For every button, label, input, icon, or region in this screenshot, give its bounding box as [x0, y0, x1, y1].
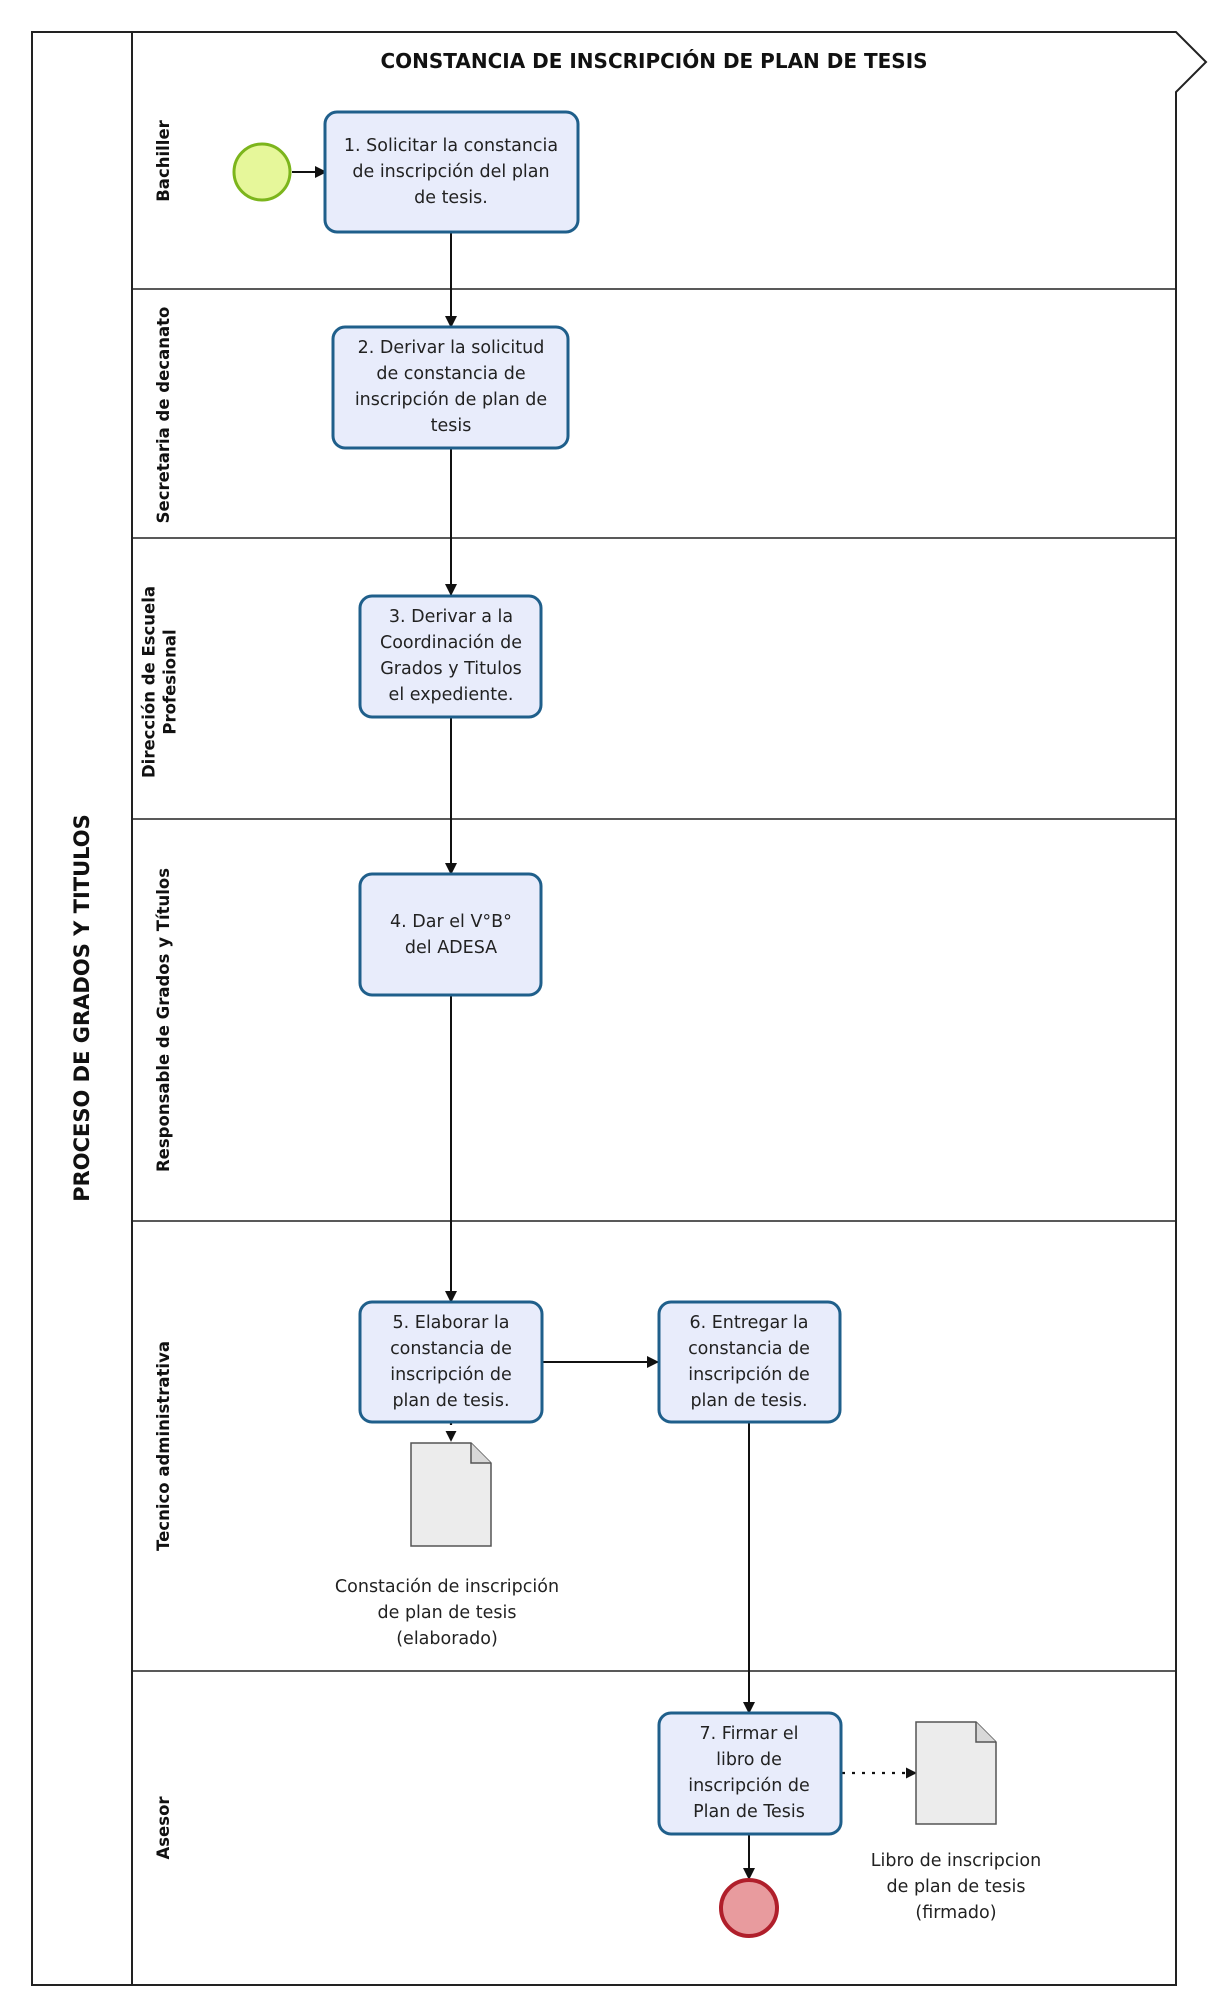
task-7-label: 7. Firmar el libro de inscripción de Plan d…: [688, 1724, 810, 1822]
text-line: plan de tesis.: [392, 1391, 509, 1411]
text-line: Bachiller: [154, 119, 173, 201]
task-4-label: 4. Dar el V°B° del ADESA: [390, 912, 512, 958]
task-1: 1. Solicitar la constancia de inscripción…: [323, 110, 580, 234]
text-line: de constancia de: [376, 364, 525, 384]
text-line: Libro de inscripcion: [871, 1851, 1041, 1871]
text-line: 5. Elaborar la: [393, 1313, 510, 1333]
lane-label-tecnico: Tecnico administrativa: [154, 1341, 173, 1551]
text-line: 6. Entregar la: [689, 1313, 808, 1333]
task-6: 6. Entregar la constancia de inscripción d…: [657, 1300, 842, 1424]
text-line: inscripción de: [688, 1776, 810, 1796]
text-line: 7. Firmar el: [700, 1724, 799, 1744]
text-line: Asesor: [154, 1796, 173, 1860]
pool: [31, 31, 1208, 1986]
text-line: Profesional: [160, 629, 179, 734]
lane-label-asesor: Asesor: [154, 1796, 173, 1860]
text-line: inscripción de: [688, 1365, 810, 1385]
document-2-label: Libro de inscripcion de plan de tesis (fir…: [871, 1851, 1041, 1923]
task-3: 3. Derivar a la Coordinación de Grados y T…: [358, 594, 543, 719]
text-line: (elaborado): [396, 1629, 498, 1649]
lane-separators: [132, 288, 1176, 1672]
sequence-flows: [292, 166, 755, 1880]
text-line: Secretaria de decanato: [154, 307, 173, 524]
text-line: 3. Derivar a la: [389, 607, 513, 627]
task-4: 4. Dar el V°B° del ADESA: [358, 872, 543, 997]
lane-label-secretaria: Secretaria de decanato: [154, 307, 173, 524]
lane-label-responsable: Responsable de Grados y Títulos: [154, 868, 173, 1172]
document-1-label: Constación de inscripción de plan de tesi…: [335, 1577, 559, 1649]
text-line: tesis: [431, 416, 472, 436]
text-line: Coordinación de: [380, 633, 522, 653]
text-line: 4. Dar el V°B°: [390, 912, 512, 932]
start-event: [232, 142, 292, 202]
text-line: constancia de: [390, 1339, 512, 1359]
text-line: de tesis.: [414, 188, 488, 208]
task-5-label: 5. Elaborar la constancia de inscripción d…: [390, 1313, 512, 1411]
text-line: 1. Solicitar la constancia: [344, 136, 558, 156]
text-line: Responsable de Grados y Títulos: [154, 868, 173, 1172]
text-line: Constación de inscripción: [335, 1577, 559, 1597]
task-1-label: 1. Solicitar la constancia de inscripción…: [344, 136, 558, 208]
lane-label-bachiller: Bachiller: [154, 119, 173, 201]
text-line: inscripción de plan de: [355, 390, 547, 410]
text-line: plan de tesis.: [690, 1391, 807, 1411]
text-line: Tecnico administrativa: [154, 1341, 173, 1551]
task-2-label: 2. Derivar la solicitud de constancia de i…: [355, 338, 547, 436]
text-line: Dirección de Escuela: [139, 586, 158, 778]
task-6-label: 6. Entregar la constancia de inscripción d…: [688, 1313, 810, 1411]
text-line: constancia de: [688, 1339, 810, 1359]
text-line: del ADESA: [405, 938, 497, 958]
document-1-icon: [410, 1442, 492, 1547]
text-line: Plan de Tesis: [693, 1802, 805, 1822]
text-line: libro de: [716, 1750, 782, 1770]
text-line: el expediente.: [389, 685, 514, 705]
task-2: 2. Derivar la solicitud de constancia de i…: [331, 325, 570, 450]
data-associations: [445, 1422, 917, 1779]
text-line: de inscripción del plan: [352, 162, 549, 182]
pool-label: PROCESO DE GRADOS Y TITULOS: [70, 814, 94, 1202]
text-line: 2. Derivar la solicitud: [358, 338, 545, 358]
task-3-label: 3. Derivar a la Coordinación de Grados y T…: [380, 607, 522, 705]
text-line: (firmado): [915, 1903, 996, 1923]
text-line: de plan de tesis: [378, 1603, 517, 1623]
document-2-icon: [915, 1721, 997, 1825]
text-line: Grados y Titulos: [380, 659, 522, 679]
task-7: 7. Firmar el libro de inscripción de Plan d…: [657, 1711, 843, 1836]
task-5: 5. Elaborar la constancia de inscripción d…: [358, 1300, 544, 1424]
end-event: [719, 1878, 779, 1938]
text-line: de plan de tesis: [887, 1877, 1026, 1897]
process-title: CONSTANCIA DE INSCRIPCIÓN DE PLAN DE TES…: [380, 49, 927, 73]
text-line: inscripción de: [390, 1365, 512, 1385]
